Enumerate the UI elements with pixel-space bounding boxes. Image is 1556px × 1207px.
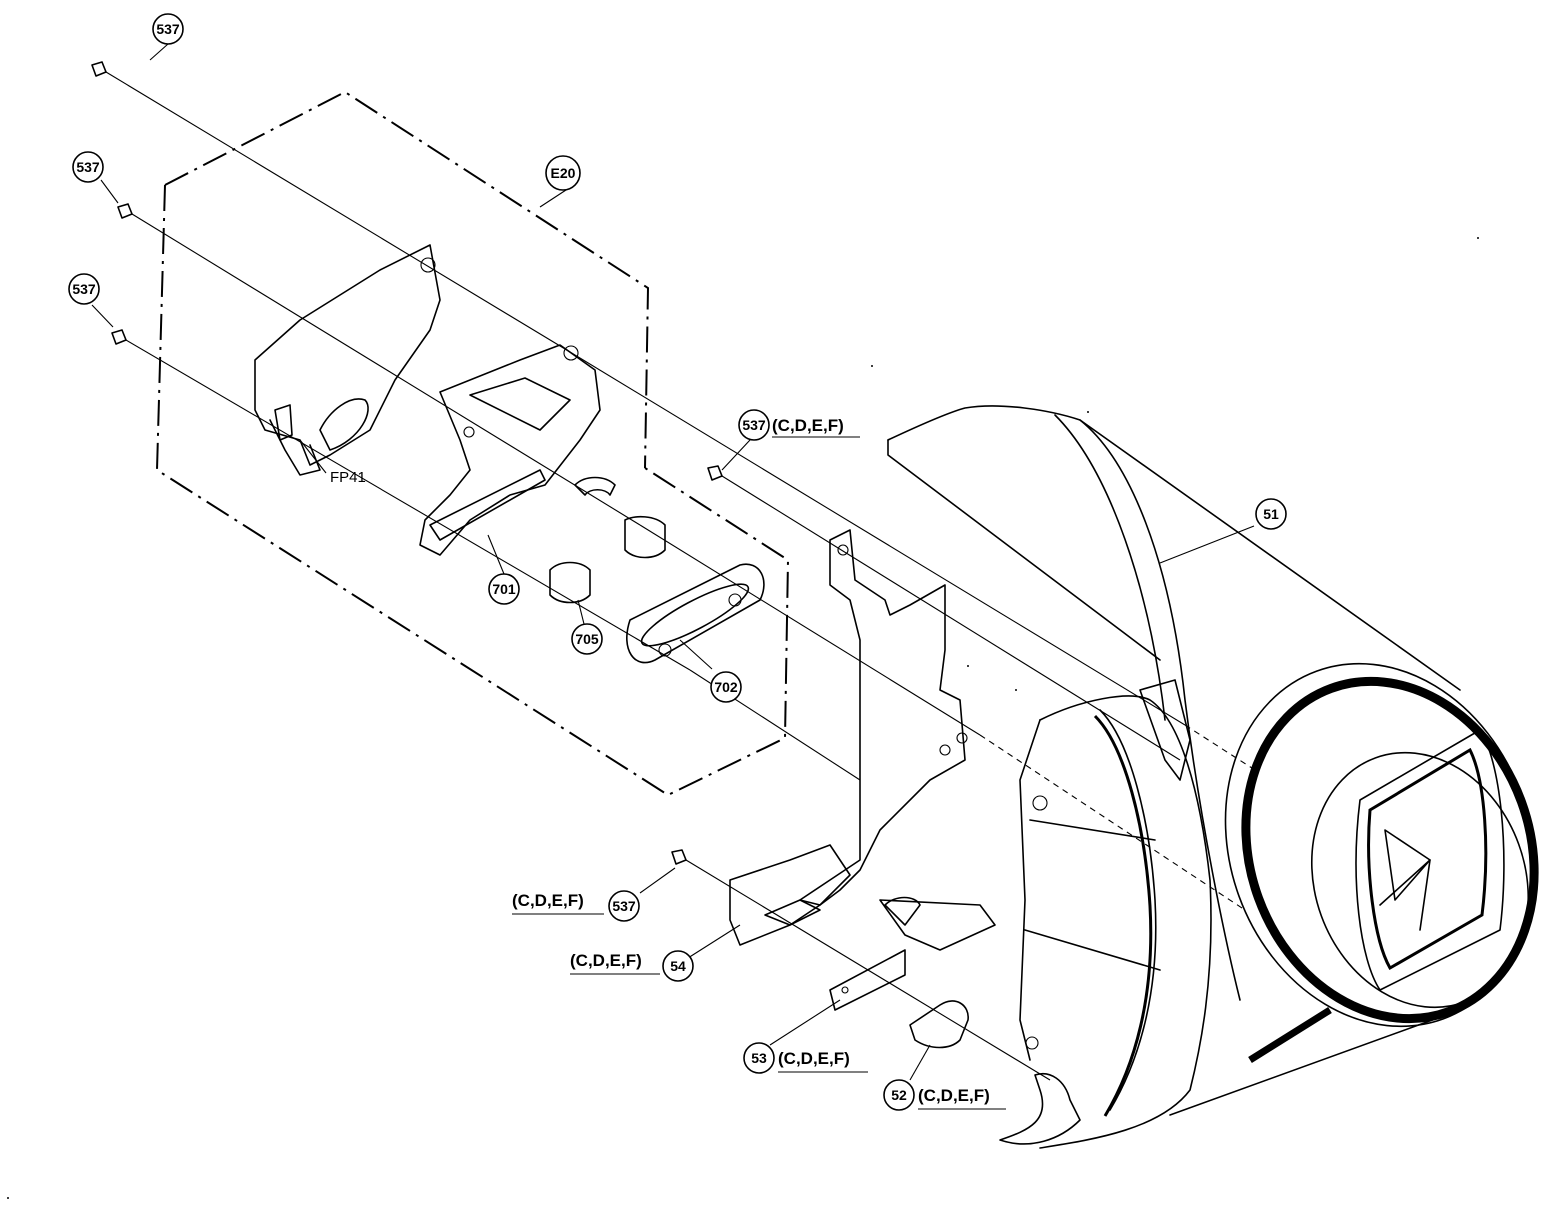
callout-701: 701 (488, 573, 520, 605)
callout-705: 705 (571, 623, 603, 655)
main-board-bracket (254, 244, 441, 476)
callout-537-low: 537 (68, 273, 100, 305)
variant-537-right: (C,D,E,F) (772, 416, 844, 435)
callout-537-low-label: 537 (72, 281, 96, 297)
sub-board-assembly (419, 344, 765, 664)
callout-537-mid-label: 537 (76, 159, 100, 175)
variant-53: (C,D,E,F) (778, 1049, 850, 1068)
callout-53: 53 (C,D,E,F) (743, 1042, 868, 1074)
callout-537-mid: 537 (72, 151, 104, 183)
screw-icon (91, 61, 723, 865)
assembly-guide-lines (105, 71, 1256, 1081)
callout-e20-label: E20 (551, 165, 576, 181)
callout-537-bottom: (C,D,E,F) 537 (512, 890, 640, 922)
callout-537-bottom-label: 537 (612, 898, 636, 914)
callout-537-top: 537 (152, 13, 184, 45)
callout-53-label: 53 (751, 1050, 767, 1066)
scan-specks (7, 237, 1479, 1199)
callout-537-top-label: 537 (156, 21, 180, 37)
variant-537-bottom: (C,D,E,F) (512, 891, 584, 910)
callout-52-label: 52 (891, 1087, 907, 1103)
lens-front-ring (1224, 662, 1539, 1063)
callout-52: 52 (C,D,E,F) (883, 1079, 1006, 1111)
callout-54-label: 54 (670, 958, 686, 974)
leader-lines (91, 43, 1255, 1081)
callout-702: 702 (710, 671, 742, 703)
e20-assembly-boundary (155, 90, 790, 797)
lens-housing-body (887, 405, 1461, 1149)
callout-e20: E20 (545, 155, 581, 191)
callout-537-right: 537 (C,D,E,F) (738, 409, 860, 441)
callout-51-label: 51 (1263, 506, 1279, 522)
middle-frame-plate (799, 529, 968, 906)
callout-701-label: 701 (492, 581, 516, 597)
callout-54: (C,D,E,F) 54 (570, 950, 694, 982)
variant-54: (C,D,E,F) (570, 951, 642, 970)
variant-52: (C,D,E,F) (918, 1086, 990, 1105)
callout-537-right-label: 537 (742, 417, 766, 433)
bottom-brackets (729, 844, 996, 1049)
callout-51: 51 (1255, 498, 1287, 530)
callout-705-label: 705 (575, 631, 599, 647)
connector-fp41-label: FP41 (330, 469, 366, 486)
callout-702-label: 702 (714, 679, 738, 695)
